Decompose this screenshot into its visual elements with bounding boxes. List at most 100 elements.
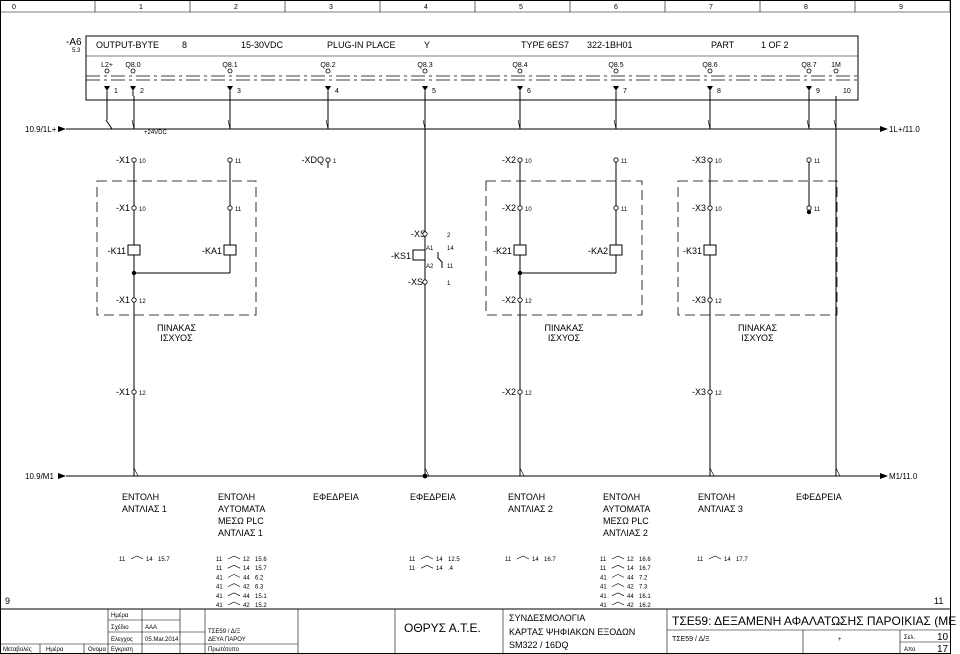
terminal-number: 12 [139, 391, 146, 397]
pin-number: 7 [623, 88, 627, 95]
function-text: ΕΦΕΔΡΕΙΑ [313, 492, 359, 502]
contact-symbol-icon [420, 555, 434, 560]
terminal-tag: -XS [411, 229, 426, 239]
ruler-label: 5 [519, 4, 523, 11]
contact-switch-icon [437, 252, 443, 268]
junction-dot [806, 209, 812, 215]
rail-arrow-left-top [58, 126, 66, 132]
relay-tag: -K11 [108, 246, 126, 256]
channel-point [325, 68, 331, 74]
module-tag-sub: 5.3 [72, 48, 81, 54]
channel-label: Q8.1 [222, 62, 237, 69]
panel-label-line2: ΙΣΧΥΟΣ [160, 333, 193, 343]
role-checked: Ελεγχος [111, 637, 133, 643]
xref-to: 14 [627, 566, 634, 572]
channel-point [130, 68, 136, 74]
rail-tap [227, 119, 231, 130]
rail-1l-left-label: 10.9/1L+ [25, 125, 57, 134]
terminal-tag: -X1 [116, 295, 130, 305]
channel-point [707, 68, 713, 74]
terminal-number: 11 [621, 159, 628, 165]
pin-number: 4 [335, 88, 339, 95]
contact-symbol-icon [611, 601, 625, 606]
contact-symbol-icon [516, 555, 530, 560]
function-text: ΜΕΣΩ PLC [603, 516, 649, 526]
rail-tap [613, 119, 617, 130]
xref-location: 15.2 [255, 603, 267, 609]
channel-label: Q8.6 [702, 62, 717, 69]
channel-point [517, 68, 523, 74]
relay-coil-icon [513, 244, 527, 256]
function-text: ΕΝΤΟΛΗ [122, 492, 159, 502]
function-text: ΑΥΤΟΜΑΤΑ [603, 504, 650, 514]
terminal-tag: -X2 [502, 203, 516, 213]
terminal [707, 389, 713, 395]
pin-number: 6 [527, 88, 531, 95]
coil-terminal-a2: A2 [426, 264, 434, 270]
channel-label: L2+ [101, 62, 113, 69]
drawing-date: 05.Mar.2014 [145, 637, 179, 643]
company-name: ΟΘΡΥΣ Α.Τ.Ε. [404, 621, 481, 635]
total-sheets: 17 [937, 644, 949, 654]
sheet-description-2: ΚΑΡΤΑΣ ΨΗΦΙΑΚΩΝ ΕΞΟΔΩΝ [509, 627, 635, 637]
xref-to: 14 [436, 566, 443, 572]
title-eq-mark: = [838, 621, 842, 627]
contact-symbol-icon [708, 555, 722, 560]
module-header-cell: Y [424, 40, 430, 50]
function-text: ΕΝΤΟΛΗ [698, 492, 735, 502]
plc-module-box [85, 35, 859, 101]
contact-symbol-icon [611, 583, 625, 587]
ruler-label: 8 [804, 4, 808, 11]
rail-tap [133, 467, 139, 477]
module-header-cell: TYPE 6ES7 [521, 40, 569, 50]
terminal-tag: -X2 [502, 295, 516, 305]
xref-from: 41 [600, 603, 607, 609]
relay-tag: -KA2 [588, 246, 608, 256]
terminal [131, 389, 137, 395]
pin-number: 1 [114, 88, 118, 95]
xref-from: 11 [119, 557, 126, 563]
panel-label-line1: ΠΙΝΑΚΑΣ [738, 323, 778, 333]
xref-to: 14 [146, 557, 153, 563]
channel-label: Q8.2 [320, 62, 335, 69]
terminal [707, 297, 713, 303]
contact-symbol-icon [227, 583, 241, 587]
output-terminal-icon [613, 86, 619, 91]
function-text: ΑΥΤΟΜΑΤΑ [218, 504, 265, 514]
channel-point [613, 68, 619, 74]
module-header-cell: OUTPUT-BYTE [96, 40, 159, 50]
xref-location: 6.3 [255, 585, 264, 591]
terminal-number: 12 [715, 391, 722, 397]
contact-symbol-icon [420, 564, 434, 569]
terminal-tag: -XDQ [302, 155, 325, 165]
rail-arrow-right-top [880, 126, 888, 132]
terminal-number: 2 [447, 233, 451, 239]
terminal-number: 1 [333, 159, 337, 165]
terminal-number: 11 [814, 207, 821, 213]
terminal-tag: -X1 [116, 203, 130, 213]
channel-point [833, 68, 839, 74]
xref-location: 16.2 [639, 603, 651, 609]
channel-point [806, 68, 812, 74]
output-terminal-icon [806, 86, 812, 91]
xref-location: 17.7 [736, 557, 748, 563]
contact-symbol-icon [227, 564, 241, 569]
margin-number-left: 9 [5, 596, 10, 606]
xref-location: .4 [448, 566, 454, 572]
terminal-number: 10 [139, 207, 146, 213]
sheet-description-3: SM322 / 16DQ [509, 640, 569, 650]
xref-location: 6.2 [255, 575, 264, 581]
terminal [517, 157, 523, 163]
terminal [806, 157, 812, 163]
ruler-label: 1 [139, 4, 143, 11]
contact-symbol-icon [611, 555, 625, 560]
terminal-number: 12 [525, 391, 532, 397]
ruler-label: 2 [234, 4, 238, 11]
terminal-number: 11 [814, 159, 821, 165]
xref-to: 42 [243, 603, 250, 609]
terminal-number: 10 [139, 159, 146, 165]
ruler-label: 9 [899, 4, 903, 11]
rev-header-name: Ονομα [88, 647, 106, 653]
